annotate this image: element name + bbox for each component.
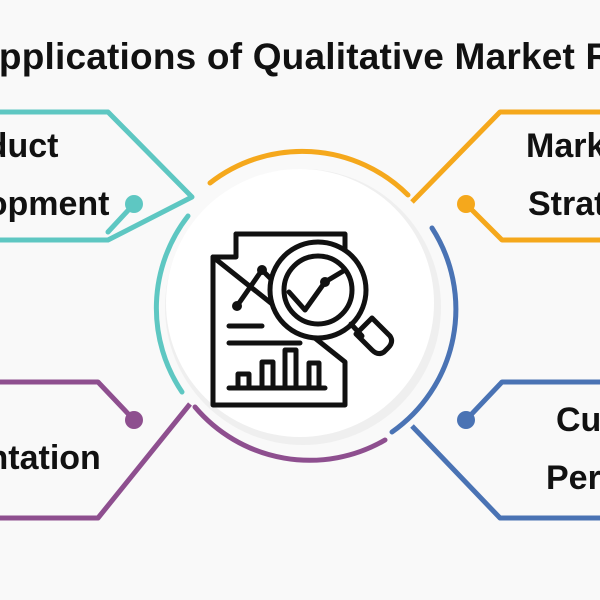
blue-arc	[389, 225, 459, 435]
teal-arc	[153, 213, 191, 395]
page-title: Applications of Qualitative Market Resea…	[0, 36, 600, 77]
label-product-development-line2: Development	[0, 185, 110, 223]
label-marketing-strategy-line1: Marketing	[526, 127, 600, 165]
label-segmentation: Segmentation	[0, 439, 101, 477]
connector-customer-perception	[410, 424, 600, 521]
label-customer-perception-line2: Perception	[546, 459, 600, 497]
label-product-development-line1: Product	[0, 127, 59, 165]
connector-segmentation	[0, 402, 192, 521]
label-marketing-strategy-line2: Strategy	[528, 185, 600, 223]
dot-product-development	[125, 195, 143, 213]
dot-segmentation	[125, 411, 143, 429]
connector-tail-marketing-strategy	[464, 202, 600, 243]
connector-product-development	[0, 109, 195, 243]
label-customer-perception-line1: Customer	[556, 401, 600, 439]
dot-marketing-strategy	[457, 195, 475, 213]
connector-marketing-strategy	[410, 109, 600, 204]
dot-customer-perception	[457, 411, 475, 429]
connector-tail-customer-perception	[464, 379, 600, 422]
connector-tail-segmentation	[0, 379, 136, 422]
purple-arc	[192, 404, 388, 463]
document-analysis-magnifier-icon	[210, 231, 395, 408]
orange-arc	[207, 148, 411, 198]
